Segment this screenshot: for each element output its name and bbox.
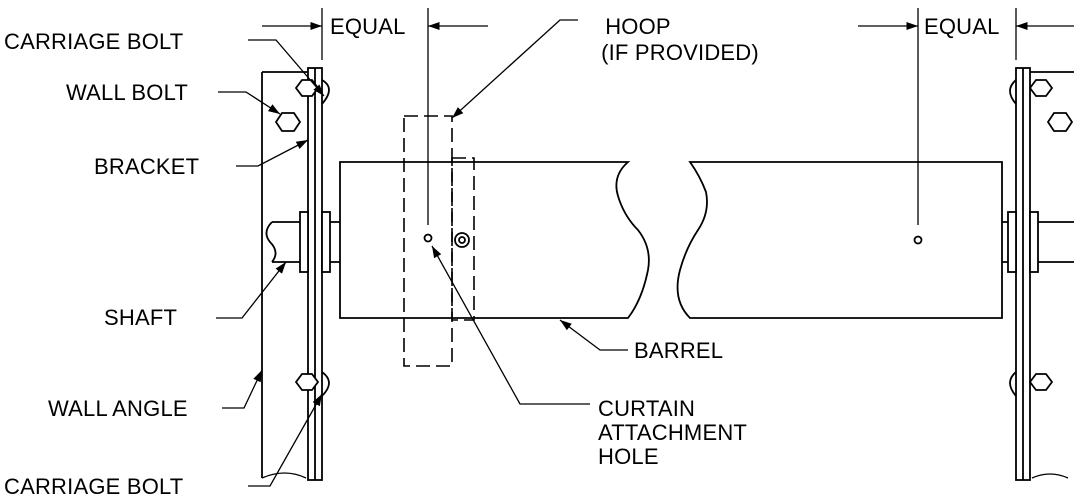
- left-wall-bolt-hex-icon: [274, 112, 302, 132]
- right-wall-angle: [1030, 71, 1074, 479]
- leader-lines: [216, 19, 628, 487]
- hoop-bolt-icon: [454, 232, 470, 248]
- left-shaft: [265, 211, 340, 273]
- left-bracket: [307, 67, 323, 481]
- label-wall-angle: WALL ANGLE: [48, 396, 188, 421]
- right-wall-bolt-hex-icon: [1046, 112, 1074, 132]
- barrel-left-section: [339, 161, 650, 319]
- label-barrel: BARREL: [634, 338, 723, 363]
- label-hoop-if-provided: (IF PROVIDED): [601, 40, 759, 65]
- hoop-dashed-outline: [403, 115, 475, 367]
- label-hole: HOLE: [598, 444, 659, 469]
- label-equal-right: EQUAL: [924, 14, 1000, 39]
- right-carriage-bolt-bottom: [1009, 371, 1054, 397]
- label-equal-left: EQUAL: [330, 14, 406, 39]
- label-curtain: CURTAIN: [598, 396, 695, 421]
- right-shaft: [1002, 211, 1074, 273]
- right-equal-dimension: [858, 8, 1074, 225]
- barrel-right-section: [676, 161, 1003, 319]
- label-shaft: SHAFT: [104, 305, 177, 330]
- label-bracket: BRACKET: [94, 154, 199, 179]
- label-carriage-bolt-top: CARRIAGE BOLT: [4, 29, 183, 54]
- label-carriage-bolt-bottom: CARRIAGE BOLT: [4, 474, 183, 499]
- left-wall-angle: [261, 71, 308, 479]
- label-hoop: HOOP: [605, 14, 671, 39]
- left-equal-dimension: [262, 8, 488, 225]
- left-carriage-bolt-top: [294, 79, 330, 105]
- curtain-attachment-hole: [423, 233, 433, 243]
- right-carriage-bolt-top: [1009, 79, 1054, 105]
- left-carriage-bolt-bottom: [294, 371, 330, 397]
- label-attachment: ATTACHMENT: [598, 420, 747, 445]
- label-wall-bolt: WALL BOLT: [66, 80, 188, 105]
- right-center-mark: [913, 235, 923, 245]
- right-bracket: [1015, 67, 1031, 481]
